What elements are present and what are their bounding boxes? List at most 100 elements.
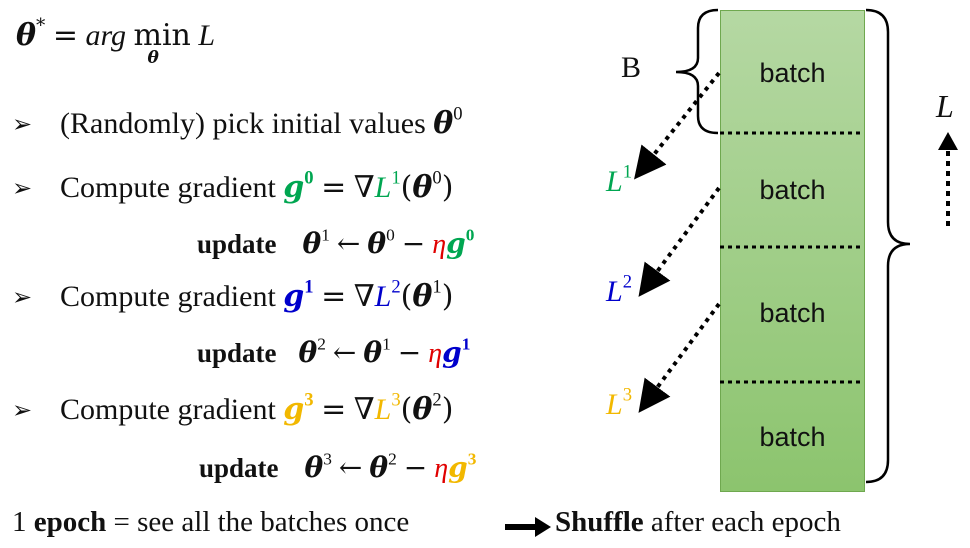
batch-to-loss-arrow: [634, 71, 721, 180]
loss-symbol: L: [606, 275, 623, 308]
loss-symbol: L: [374, 171, 392, 204]
compute-gradient-step-3: Compute gradient g3 = ∇L3(θ2): [60, 389, 453, 427]
loss-label-1: L1: [606, 163, 632, 199]
equals-sign: =: [321, 170, 347, 205]
compute-gradient-step-1: Compute gradient g0 = ∇L1(θ0): [60, 167, 454, 205]
loss-sup: 3: [391, 389, 401, 411]
theta-sup: 1: [321, 225, 330, 245]
loss-symbol: L: [374, 393, 392, 426]
assign-arrow: ←: [336, 227, 361, 260]
theta-symbol: θ: [302, 227, 322, 260]
loss-sup: 2: [622, 271, 632, 293]
batch-to-loss-arrow: [638, 302, 721, 413]
epoch-word: epoch: [33, 506, 107, 538]
theta-symbol: θ: [412, 170, 433, 205]
loss-symbol: L: [606, 165, 623, 198]
equals-sign: =: [321, 392, 347, 427]
update-step-3: update θ3 ← θ2 − ηg3: [199, 449, 477, 485]
theta-symbol: θ: [412, 392, 433, 427]
update-label: update: [197, 229, 277, 259]
theta-sup: 1: [382, 334, 391, 354]
loss-label-2: L2: [606, 271, 632, 309]
gradient-sup: 1: [461, 334, 471, 354]
learning-rate-symbol: η: [432, 229, 447, 260]
loss-symbol: L: [198, 19, 216, 52]
theta-sup: 2: [432, 389, 442, 411]
loss-sup: 3: [622, 384, 632, 406]
shuffle-note: Shuffle after each epoch: [555, 506, 841, 539]
update-label: update: [199, 453, 279, 483]
epoch-brace: [865, 8, 911, 484]
batch-size-brace: [675, 8, 719, 135]
batch-label: batch: [759, 175, 826, 205]
min-subscript: θ: [147, 48, 159, 68]
batch-label: batch: [759, 422, 826, 452]
objective-formula: θ* = arg min θ L: [16, 15, 216, 68]
epoch-definition: 1 epoch = see all the batches once: [12, 506, 409, 539]
batch-size-label: B: [621, 51, 642, 84]
gradient-sup: 0: [304, 167, 314, 189]
compute-label: Compute gradient: [60, 171, 276, 204]
update-label: update: [197, 338, 277, 368]
gradient-sup: 0: [465, 225, 475, 245]
theta-sup: 0: [432, 167, 442, 189]
bullet-icon: ➢: [12, 283, 33, 311]
learning-rate-symbol: η: [428, 338, 443, 369]
arg-text: arg: [85, 19, 127, 52]
theta-sup: 2: [388, 449, 397, 469]
minus-sign: −: [397, 336, 422, 369]
theta-symbol: θ: [16, 18, 37, 53]
gradient-symbol: g: [446, 227, 466, 260]
init-step: (Randomly) pick initial values θ0: [60, 103, 463, 141]
gradient-symbol: g: [283, 170, 305, 205]
theta-symbol: θ: [367, 227, 387, 260]
bullet-icon: ➢: [12, 396, 33, 424]
nabla-symbol: ∇: [353, 170, 375, 205]
right-arrow-icon: [505, 517, 551, 537]
assign-arrow: ←: [338, 451, 363, 484]
theta-sup: 0: [386, 225, 395, 245]
compute-gradient-step-2: Compute gradient g1 = ∇L2(θ1): [60, 276, 453, 314]
compute-label: Compute gradient: [60, 393, 276, 426]
init-theta: θ: [433, 106, 454, 141]
open-paren: (: [400, 279, 413, 314]
minus-sign: −: [401, 227, 426, 260]
loss-sup: 1: [391, 167, 401, 189]
init-text: (Randomly) pick initial values: [60, 107, 426, 140]
theta-sup: 3: [323, 449, 332, 469]
equals-sign: =: [321, 279, 347, 314]
equals-sign: =: [52, 18, 78, 53]
batch-label: batch: [759, 298, 826, 328]
min-operator: min θ: [134, 18, 191, 68]
epoch-rest: = see all the batches once: [113, 506, 410, 538]
gradient-sup: 1: [304, 276, 314, 298]
theta-symbol: θ: [304, 451, 324, 484]
gradient-symbol: g: [283, 392, 305, 427]
loss-label-3: L3: [606, 384, 632, 422]
gradient-symbol: g: [442, 336, 462, 369]
bullet-icon: ➢: [12, 110, 33, 138]
compute-label: Compute gradient: [60, 280, 276, 313]
nabla-symbol: ∇: [353, 392, 375, 427]
up-arrow-head: [938, 132, 958, 150]
batch-to-loss-arrow: [638, 186, 721, 297]
theta-symbol: θ: [363, 336, 383, 369]
close-paren: ): [441, 170, 454, 205]
theta-symbol: θ: [369, 451, 389, 484]
batch-label: batch: [759, 58, 826, 88]
open-paren: (: [400, 170, 413, 205]
gradient-symbol: g: [283, 279, 305, 314]
minus-sign: −: [403, 451, 428, 484]
gradient-sup: 3: [304, 389, 314, 411]
theta-sup: 2: [317, 334, 326, 354]
gradient-sup: 3: [467, 449, 477, 469]
star-superscript: *: [36, 15, 46, 37]
learning-rate-symbol: η: [434, 453, 449, 484]
loss-sup: 2: [391, 276, 401, 298]
update-step-2: update θ2 ← θ1 − ηg1: [197, 334, 471, 370]
theta-symbol: θ: [412, 279, 433, 314]
theta-symbol: θ: [298, 336, 318, 369]
shuffle-word: Shuffle: [555, 506, 644, 538]
init-theta-sup: 0: [453, 103, 463, 125]
